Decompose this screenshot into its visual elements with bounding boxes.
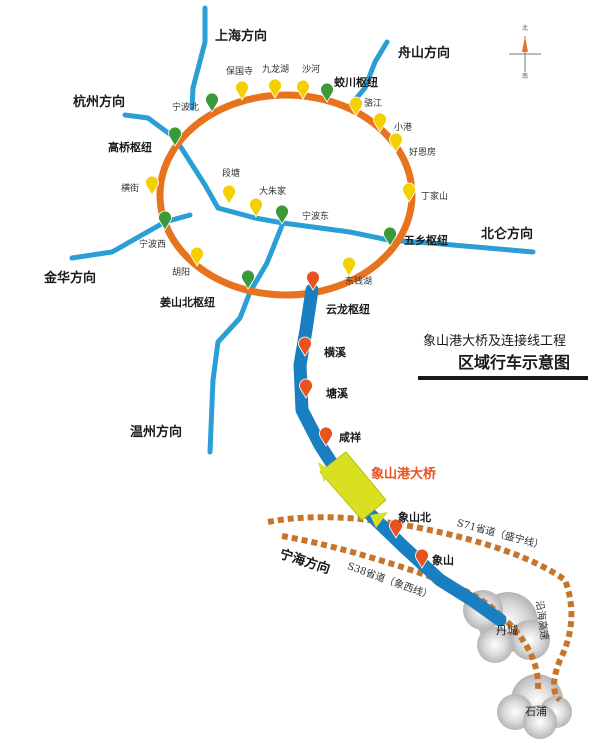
label-shipu: 石浦 — [525, 705, 547, 718]
pin-xiangshan-icon — [415, 548, 429, 569]
label-baoguosi: 保国寺 — [226, 67, 254, 77]
label-luojiang: 骆江 — [364, 99, 383, 109]
label-jinhua-direction: 金华方向 — [44, 271, 97, 286]
pin-yunlong-icon — [306, 270, 320, 291]
pins-layer — [145, 78, 429, 569]
label-wenzhou-direction: 温州方向 — [130, 425, 183, 440]
label-xianxiang: 咸祥 — [339, 431, 361, 444]
label-hengjie: 横街 — [121, 184, 140, 194]
pin-dongqianhu-icon — [342, 256, 356, 277]
label-ningbobei: 宁波北 — [172, 103, 200, 113]
pin-ningbobei-icon — [205, 92, 219, 113]
pin-xiangshanbei-icon — [389, 518, 403, 539]
label-haoenfang: 好恩房 — [409, 148, 437, 158]
pin-baoguosi-icon — [235, 80, 249, 101]
label-huyang: 胡阳 — [172, 268, 191, 278]
title-line-1: 象山港大桥及连接线工程 — [423, 334, 567, 349]
label-hangzhou-direction: 杭州方向 — [73, 95, 126, 110]
label-dazhujia: 大朱家 — [259, 187, 287, 197]
pin-xiaogang-icon — [373, 112, 387, 133]
label-yunlong-hub: 云龙枢纽 — [326, 303, 370, 316]
compass-north: 北 — [522, 25, 529, 32]
pin-gaoqiao-icon — [168, 126, 182, 147]
compass-south: 南 — [522, 73, 529, 80]
label-jiangshanbei-hub: 姜山北枢纽 — [160, 296, 215, 309]
coastal-road — [498, 612, 542, 691]
pin-wuxiang-icon — [383, 226, 397, 247]
label-dongqianhu: 东钱湖 — [345, 277, 373, 287]
pin-jiangshanbei-icon — [241, 269, 255, 290]
compass-icon — [509, 36, 541, 72]
label-gaoqiao-hub: 高桥枢纽 — [108, 141, 152, 154]
pin-xianxiang-icon — [319, 426, 333, 447]
pin-ningbodong-icon — [275, 204, 289, 225]
pin-huyang-icon — [190, 246, 204, 267]
label-xiangshanbei: 象山北 — [398, 511, 431, 524]
s71-road — [267, 514, 575, 703]
bridge-shape — [319, 451, 387, 521]
label-wuxiang-hub: 五乡枢纽 — [404, 234, 448, 247]
label-dancheng: 丹城 — [496, 624, 518, 637]
label-xiangshan: 象山 — [432, 554, 454, 567]
title-underline — [418, 376, 588, 380]
label-shahe: 沙河 — [302, 65, 321, 75]
label-hengxi: 横溪 — [324, 346, 346, 359]
pin-hengxi-icon — [298, 336, 312, 357]
pin-luojiang-icon — [349, 96, 363, 117]
label-ningboxi: 宁波西 — [139, 240, 167, 250]
pin-dingjiashan-icon — [402, 182, 416, 203]
label-dingjiashan: 丁家山 — [421, 192, 449, 202]
pin-jiaochuan-icon — [320, 82, 334, 103]
label-bridge: 象山港大桥 — [371, 467, 437, 482]
shipu-area — [497, 674, 572, 739]
label-beilun-direction: 北仑方向 — [481, 227, 534, 242]
pin-dazhujia-icon — [249, 197, 263, 218]
pin-jiulonghu-icon — [268, 78, 282, 99]
label-liangtang: 段塘 — [222, 169, 241, 179]
label-jiaochuan-hub: 蛟川枢纽 — [334, 76, 378, 89]
pin-hengjie-icon — [145, 175, 159, 196]
label-tangxi: 塘溪 — [326, 387, 348, 400]
pin-shahe-icon — [296, 79, 310, 100]
label-zhoushan-direction: 舟山方向 — [398, 46, 451, 61]
pin-haoenfang-icon — [389, 132, 403, 153]
label-shanghai-direction: 上海方向 — [215, 29, 268, 44]
pin-liangtang-icon — [222, 184, 236, 205]
label-ningbodong: 宁波东 — [302, 212, 330, 222]
label-jiulonghu: 九龙湖 — [262, 65, 290, 75]
label-xiaogang: 小港 — [394, 123, 413, 133]
title-line-2: 区域行车示意图 — [458, 353, 571, 372]
pin-tangxi-icon — [299, 378, 313, 399]
pin-ningboxi-icon — [158, 210, 172, 231]
